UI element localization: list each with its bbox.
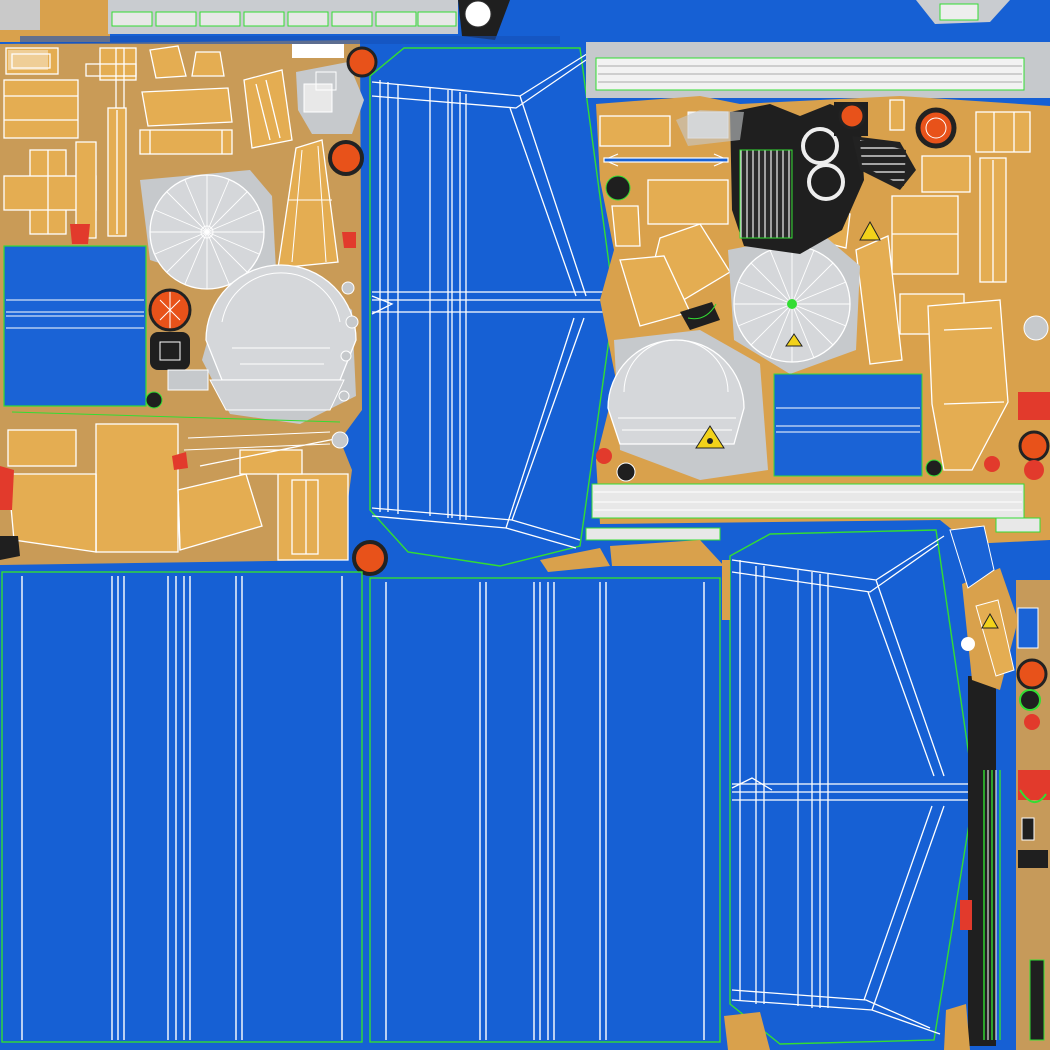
fan-icon <box>352 540 388 576</box>
right-vertical-strip <box>949 525 1050 1050</box>
ring-icon <box>807 163 845 201</box>
left-blue-panel <box>3 245 147 407</box>
grey-hub-left <box>202 264 357 424</box>
bottom-wood-bits <box>722 560 972 1050</box>
wood-pieces-top-left <box>3 45 293 239</box>
ring-icon <box>925 459 943 477</box>
ring-icon <box>801 127 839 165</box>
fan-icon <box>346 46 378 78</box>
top-door-panel <box>369 47 613 567</box>
top-right-grey-bar <box>586 42 1050 98</box>
fan-icon <box>328 140 364 176</box>
hazard-labels-right <box>785 220 881 347</box>
ring-icon <box>605 175 631 201</box>
small-nuts-left <box>331 281 359 449</box>
right-grey-disc <box>728 232 860 374</box>
small-parts-left <box>8 44 378 176</box>
horizontal-strip-right <box>585 483 1041 541</box>
fan-icon <box>1016 658 1048 690</box>
vent-grille-icon <box>739 149 793 239</box>
right-arrows <box>603 153 729 167</box>
fan-icon <box>915 107 957 149</box>
bottom-right-door-panel <box>729 529 973 1045</box>
right-blue-panel <box>773 373 923 477</box>
hazard-triangle-icon <box>695 425 725 449</box>
wood-strips-bottom-left <box>11 411 341 451</box>
fan-icon <box>1018 430 1050 462</box>
ring-icon <box>1019 689 1041 711</box>
top-header-strip <box>20 0 1010 44</box>
wood-grain-bits-center <box>540 540 724 572</box>
ring-icon <box>145 391 163 409</box>
radial-disc-icon <box>464 0 492 28</box>
grey-disc-left <box>140 170 276 290</box>
bottom-center-panel <box>369 577 721 1043</box>
bottom-left-panel <box>1 571 363 1043</box>
black-mechanical-parts <box>605 102 957 330</box>
trapezoid-piece <box>277 139 339 269</box>
wood-pieces-bottom-left <box>7 423 349 561</box>
hazard-triangle-icon <box>859 220 881 241</box>
fan-icon <box>838 102 866 130</box>
small-round-parts-left <box>145 288 209 409</box>
hazard-triangle-icon <box>785 333 803 347</box>
hazard-triangle-icon <box>981 612 999 629</box>
right-grey-hub <box>607 330 768 480</box>
right-edge-parts <box>596 315 1050 482</box>
red-patches-left <box>0 224 356 560</box>
